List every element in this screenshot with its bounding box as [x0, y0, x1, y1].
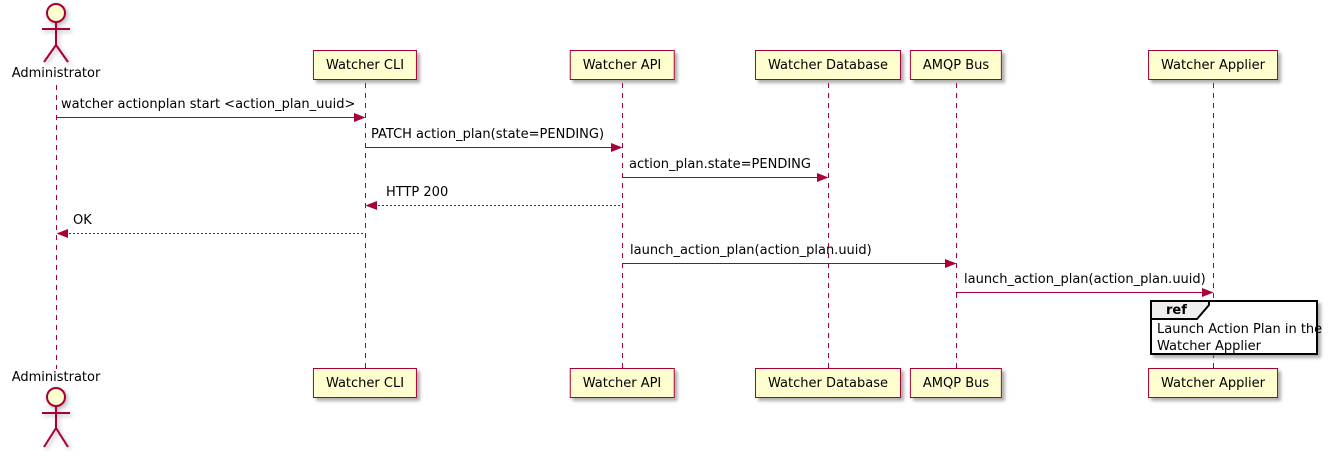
actor-head	[46, 387, 66, 407]
participant-watcher-applier-top: Watcher Applier	[1148, 50, 1278, 80]
participant-amqp-bus-top: AMQP Bus	[909, 50, 1003, 80]
ref-text: Launch Action Plan in the Watcher Applie…	[1157, 321, 1322, 355]
arrow-message-3	[622, 173, 829, 182]
lifelines	[56, 83, 1214, 369]
arrow-message-5	[56, 229, 365, 238]
actor-head	[46, 3, 66, 23]
participant-amqp-bus-bottom: AMQP Bus	[909, 368, 1003, 398]
message-label-2: PATCH action_plan(state=PENDING)	[371, 127, 605, 142]
ref-text-line-2: Watcher Applier	[1157, 339, 1261, 354]
ref-fragment: ref Launch Action Plan in the Watcher Ap…	[1150, 300, 1322, 355]
actor-figure-top	[42, 3, 70, 63]
participant-watcher-applier-bottom: Watcher Applier	[1148, 368, 1278, 398]
ref-keyword: ref	[1166, 303, 1187, 318]
arrow-message-7	[956, 288, 1214, 297]
message-label-3: action_plan.state=PENDING	[629, 157, 811, 172]
ref-text-line-1: Launch Action Plan in the	[1157, 322, 1323, 337]
arrow-message-2	[365, 143, 623, 152]
message-label-4: HTTP 200	[386, 185, 449, 200]
message-label-7: launch_action_plan(action_plan.uuid)	[964, 272, 1206, 287]
message-label-6: launch_action_plan(action_plan.uuid)	[630, 243, 872, 258]
arrow-message-1	[56, 113, 366, 122]
participant-watcher-api-bottom: Watcher API	[569, 368, 675, 398]
participant-watcher-database-top: Watcher Database	[755, 50, 901, 80]
participant-watcher-cli-bottom: Watcher CLI	[312, 368, 418, 398]
participant-watcher-database-bottom: Watcher Database	[755, 368, 901, 398]
message-label-5: OK	[73, 213, 92, 228]
arrow-message-4	[365, 201, 622, 210]
arrow-message-6	[622, 259, 957, 268]
actor-label-administrator-top: Administrator	[11, 66, 101, 81]
actor-figure-bottom	[42, 387, 70, 448]
message-arrows: Watcher CLI (dashed, left) --> Administr…	[56, 113, 1214, 297]
participant-watcher-cli-top: Watcher CLI	[312, 50, 418, 80]
participant-watcher-api-top: Watcher API	[569, 50, 675, 80]
actor-label-administrator-bottom: Administrator	[11, 370, 101, 385]
ref-header-pentagon	[1150, 300, 1210, 320]
message-label-1: watcher actionplan start <action_plan_uu…	[61, 97, 356, 112]
